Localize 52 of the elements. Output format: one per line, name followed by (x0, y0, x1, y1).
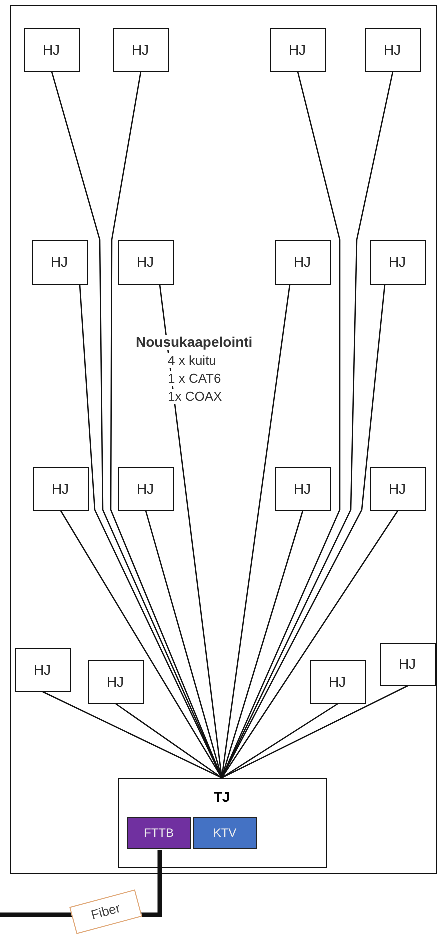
hj-box (112, 28, 168, 72)
node-label: HJ (292, 254, 312, 270)
node-label: HJ (50, 254, 70, 270)
hj-box (380, 642, 436, 686)
hj-box (274, 466, 330, 510)
node-label: HJ (136, 254, 156, 270)
cable-line (158, 284, 222, 778)
hj-box (14, 648, 70, 692)
node-label: HJ (50, 480, 70, 496)
node-label: FTTB (143, 826, 175, 840)
cable-note: 1 x CAT6 (167, 371, 222, 386)
node-label: HJ (136, 480, 156, 496)
node-label: HJ (106, 674, 126, 690)
cable-line (221, 684, 408, 778)
node-label: HJ (382, 42, 402, 58)
cable-line (115, 702, 222, 778)
node-label: HJ (292, 480, 312, 496)
hj-box (370, 240, 426, 284)
cable-line (220, 284, 290, 778)
cable-line (42, 690, 222, 778)
junction-box (118, 778, 326, 868)
node-label: HJ (388, 254, 408, 270)
node-label: HJ (130, 42, 150, 58)
hj-box (274, 240, 330, 284)
node-label: HJ (388, 480, 408, 496)
hj-box (24, 28, 80, 72)
hj-box (310, 660, 366, 704)
node-label: HJ (288, 42, 308, 58)
node-label: HJ (328, 674, 348, 690)
hj-box (118, 240, 174, 284)
cable-note: 4 x kuitu (167, 353, 218, 368)
hj-box (32, 240, 88, 284)
building-outline (10, 5, 437, 874)
node-label: KTV (212, 826, 238, 840)
node-label: HJ (32, 662, 52, 678)
node-label: HJ (398, 656, 418, 672)
cable-line (221, 702, 338, 778)
hj-box (370, 466, 426, 510)
fttb-port (127, 817, 191, 849)
ktv-port (193, 817, 257, 849)
cable-line (60, 510, 222, 778)
cable-line (220, 510, 398, 778)
hj-box (32, 466, 88, 510)
hj-box (88, 660, 144, 704)
cable-note: Nousukaapelointi (135, 335, 254, 350)
node-label: TJ (212, 788, 232, 804)
node-label: HJ (42, 42, 62, 58)
hj-box (364, 28, 420, 72)
hj-box (118, 466, 174, 510)
cable-note: 1x COAX (167, 389, 224, 404)
hj-box (270, 28, 326, 72)
edge-label: Fiber (70, 890, 142, 934)
